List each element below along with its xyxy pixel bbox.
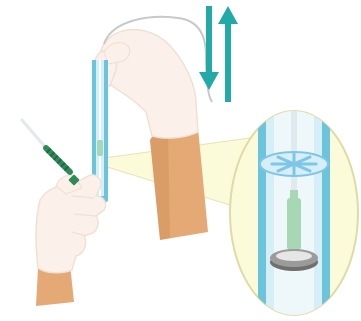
mag-tube-wall-right-inner	[314, 108, 322, 321]
swab-stick	[22, 120, 46, 148]
mag-plunger-neck	[290, 190, 298, 200]
mag-tube-wall-left-inner	[266, 108, 274, 321]
callout-content	[258, 108, 330, 321]
upper-arm-shade	[150, 128, 170, 240]
zoom-callout-icon	[230, 108, 358, 321]
lower-hand	[36, 175, 106, 306]
tube-outer-right	[104, 60, 108, 200]
mag-grid-spokes	[272, 154, 316, 174]
mag-bottom-disc-top	[276, 251, 312, 261]
arrow-down-icon	[199, 6, 219, 90]
mag-tube-wall-right-outer	[322, 108, 330, 321]
mag-tube-wall-left-outer	[258, 108, 266, 321]
arrow-up-icon	[218, 6, 238, 102]
tube-swab-tip	[97, 140, 103, 156]
mag-plunger	[287, 198, 301, 250]
upper-hand	[94, 30, 208, 240]
